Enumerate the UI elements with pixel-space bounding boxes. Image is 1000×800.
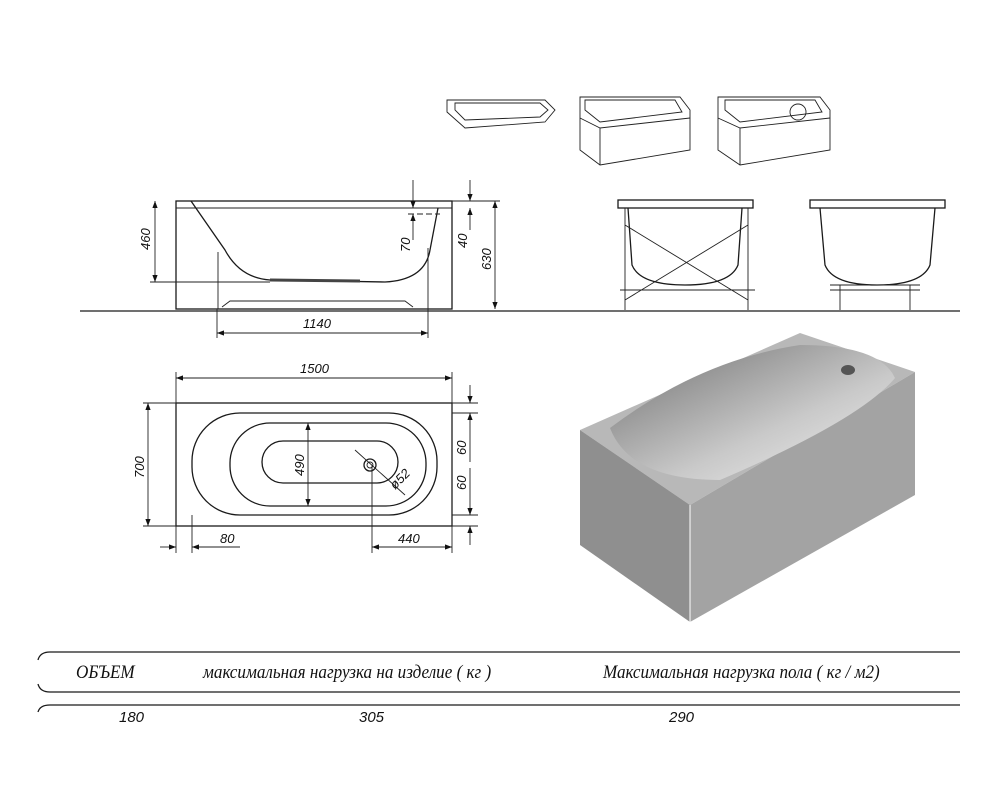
- header-max-load-product: максимальная нагрузка на изделие ( кг ): [203, 662, 492, 683]
- side-view: 460 70 40 630 1140: [80, 180, 960, 338]
- header-volume: ОБЪЕМ: [76, 662, 135, 683]
- drawing-line: [620, 208, 755, 310]
- dimension-label: 440: [398, 531, 420, 546]
- dimension-label: 490: [292, 454, 307, 476]
- specs-table-lines: [37, 651, 960, 713]
- dimension-label: 700: [132, 456, 147, 478]
- drawing-line: [175, 402, 453, 527]
- drawing-line: [190, 200, 439, 283]
- drawing-line: [363, 458, 377, 472]
- drawing-line: [724, 99, 823, 123]
- front-view-frame: [617, 199, 755, 310]
- drawing-line: [191, 412, 438, 516]
- drawing-line: [830, 284, 920, 310]
- header-max-floor-load: Максимальная нагрузка пола ( кг / м2): [603, 662, 880, 683]
- thumbnail-bathtub-with-panel: [579, 96, 691, 166]
- value-volume: 180: [119, 709, 145, 726]
- drawing-line: [579, 96, 691, 166]
- drawing-line: [789, 103, 807, 121]
- dimension-label: 60: [454, 440, 469, 455]
- drawing-line: [37, 704, 960, 713]
- thumbnail-bathtub-with-frame: [717, 96, 831, 166]
- drawing-line: [269, 278, 361, 283]
- drawing-line: [717, 117, 831, 165]
- drawing-line: [37, 651, 960, 693]
- dimension-label: 1140: [303, 316, 332, 331]
- dimension-label: 80: [220, 531, 235, 546]
- dimension-label: 70: [398, 237, 413, 252]
- drawing-line: [366, 461, 374, 469]
- drawing-line: [175, 200, 453, 310]
- plan-view: ø52 1500 700 490 60 60 80 440: [132, 361, 478, 553]
- drawing-line: [229, 422, 427, 507]
- drawing-line: [690, 372, 915, 622]
- drawing-line: [579, 117, 691, 165]
- dimension-label: 40: [455, 233, 470, 248]
- drawing-line: [261, 440, 399, 484]
- drawing-line: [627, 207, 743, 286]
- dimension-label: 60: [454, 475, 469, 490]
- drawing-line: [617, 199, 754, 209]
- bathtub-3d-render: [580, 333, 915, 622]
- drawing-line: [819, 207, 936, 286]
- drawing-line: [354, 449, 406, 496]
- dimension-label: 1500: [300, 361, 330, 376]
- thumbnail-bathtub-only: [446, 99, 556, 129]
- drain-icon: [363, 458, 377, 472]
- drawing-line: [217, 248, 429, 309]
- drawing-line: [841, 365, 855, 375]
- drawing-line: [446, 99, 556, 129]
- value-max-floor-load: 290: [669, 709, 695, 726]
- drawing-line: [717, 96, 831, 166]
- drawing-line: [454, 102, 549, 121]
- drawing-line: [809, 199, 946, 209]
- dimension-label: 630: [479, 248, 494, 270]
- value-max-load-product: 305: [359, 709, 385, 726]
- drawing-line: [584, 99, 683, 123]
- front-view-legs: [809, 199, 946, 310]
- dimension-label: 460: [138, 228, 153, 250]
- drawing-line: [580, 430, 690, 622]
- drawing-line: [610, 345, 895, 480]
- dimension-label: ø52: [387, 465, 414, 492]
